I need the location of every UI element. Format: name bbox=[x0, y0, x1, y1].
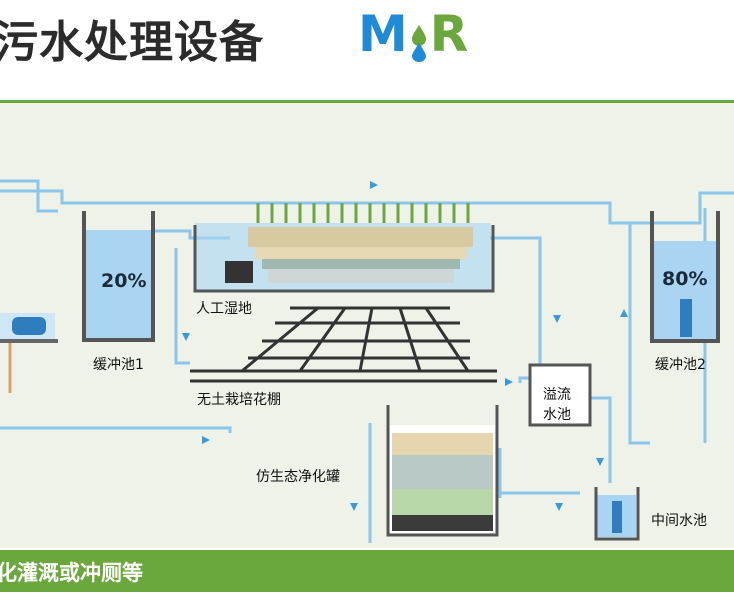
purification-tank-label: 仿生态净化罐 bbox=[256, 469, 340, 485]
buffer-tank-2 bbox=[650, 211, 720, 343]
wetland bbox=[193, 203, 495, 293]
overflow-tank-label-1: 溢流 bbox=[543, 387, 571, 403]
page-title: 污水处理设备 bbox=[0, 17, 264, 68]
footer-text: 化灌溉或冲厕等 bbox=[0, 561, 143, 585]
buffer-tank-2-level: 80% bbox=[662, 268, 708, 290]
pipes bbox=[0, 179, 734, 543]
header-divider bbox=[0, 100, 734, 103]
overflow-tank bbox=[528, 363, 592, 427]
logo-letter-m: M bbox=[358, 5, 408, 63]
soilless-shed-label: 无土栽培花棚 bbox=[197, 392, 281, 408]
buffer-tank-1-level: 20% bbox=[101, 270, 147, 292]
water-drops-icon bbox=[408, 18, 430, 62]
overflow-tank-label-2: 水池 bbox=[543, 407, 571, 423]
middle-tank bbox=[594, 487, 640, 541]
pump-left bbox=[0, 313, 58, 343]
wetland-label: 人工湿地 bbox=[196, 301, 252, 317]
buffer-tank-1-label: 缓冲池1 bbox=[93, 357, 144, 373]
logo-letter-r: R bbox=[429, 5, 469, 63]
process-diagram bbox=[0, 179, 734, 543]
buffer-tank-1 bbox=[82, 211, 155, 342]
footer-bar: 化灌溉或冲厕等 bbox=[0, 550, 734, 592]
buffer-tank-2-label: 缓冲池2 bbox=[655, 357, 706, 373]
middle-tank-label: 中间水池 bbox=[651, 513, 707, 529]
soilless-shed bbox=[190, 306, 497, 383]
purification-tank bbox=[386, 405, 499, 537]
